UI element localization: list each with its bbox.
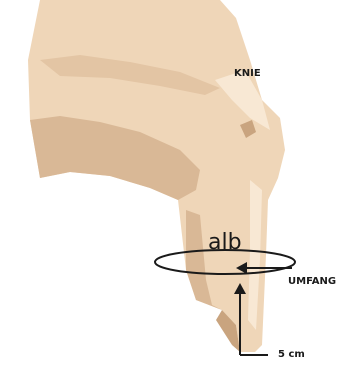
circumference-label: UMFANG (288, 276, 336, 287)
knee-label: KNIE (234, 68, 261, 79)
distance-label: 5 cm (278, 349, 305, 360)
text-fragment-line1: alb (208, 228, 242, 258)
